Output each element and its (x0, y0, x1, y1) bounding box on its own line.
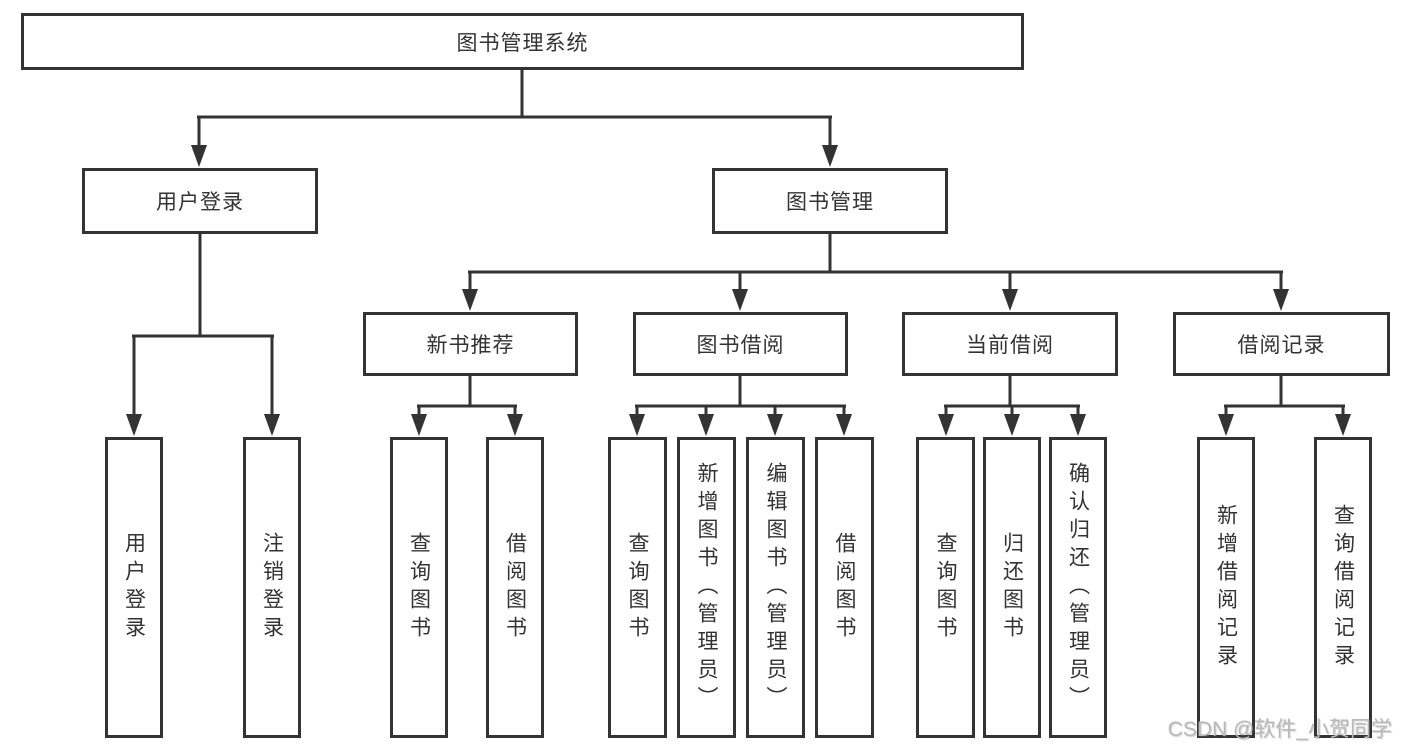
leaf-confirm-return-admin: 确认归还（管理员） (1049, 437, 1107, 738)
node-label: 查询借阅记录 (1331, 503, 1355, 672)
node-borrowing-records: 借阅记录 (1173, 312, 1390, 376)
leaf-logout: 注销登录 (243, 437, 301, 738)
node-library-management-system: 图书管理系统 (21, 13, 1024, 70)
node-label: 借阅记录 (1237, 334, 1326, 357)
node-current-borrowing: 当前借阅 (902, 312, 1118, 376)
node-label: 新书推荐 (426, 334, 515, 357)
leaf-borrow-books: 借阅图书 (815, 437, 874, 738)
leaf-add-borrow-record: 新增借阅记录 (1197, 437, 1255, 738)
node-label: 借阅图书 (833, 531, 856, 644)
leaf-user-login: 用户登录 (105, 437, 163, 738)
node-user-login: 用户登录 (82, 168, 318, 234)
leaf-query-borrow-record: 查询借阅记录 (1314, 437, 1372, 738)
node-label: 当前借阅 (966, 334, 1054, 357)
node-label: 借阅图书 (503, 531, 527, 644)
node-label: 编辑图书（管理员） (764, 461, 787, 714)
csdn-watermark: CSDN @软件_小贺同学 (1167, 718, 1392, 741)
node-label: 查询图书 (626, 531, 649, 644)
node-label: 用户登录 (156, 191, 244, 214)
node-label: 用户登录 (122, 531, 146, 644)
node-label: 新增借阅记录 (1214, 503, 1238, 672)
node-label: 图书管理系统 (456, 31, 589, 55)
leaf-query-books: 查询图书 (608, 437, 667, 738)
leaf-edit-books-admin: 编辑图书（管理员） (746, 437, 805, 738)
node-label: 查询图书 (407, 531, 431, 644)
leaf-add-books-admin: 新增图书（管理员） (677, 437, 736, 738)
node-label: 查询图书 (934, 531, 957, 644)
leaf-borrow-books: 借阅图书 (486, 437, 544, 738)
node-label: 新增图书（管理员） (695, 461, 718, 714)
leaf-return-books: 归还图书 (983, 437, 1041, 738)
leaf-query-books: 查询图书 (916, 437, 975, 738)
node-label: 图书管理 (786, 191, 874, 214)
node-book-management: 图书管理 (712, 168, 948, 234)
node-label: 归还图书 (1000, 531, 1024, 644)
node-label: 确认归还（管理员） (1066, 461, 1090, 714)
node-book-borrowing: 图书借阅 (633, 312, 848, 376)
node-new-book-recommendation: 新书推荐 (363, 312, 578, 376)
node-label: 注销登录 (260, 531, 284, 644)
leaf-query-books: 查询图书 (390, 437, 448, 738)
node-label: 图书借阅 (696, 334, 785, 357)
